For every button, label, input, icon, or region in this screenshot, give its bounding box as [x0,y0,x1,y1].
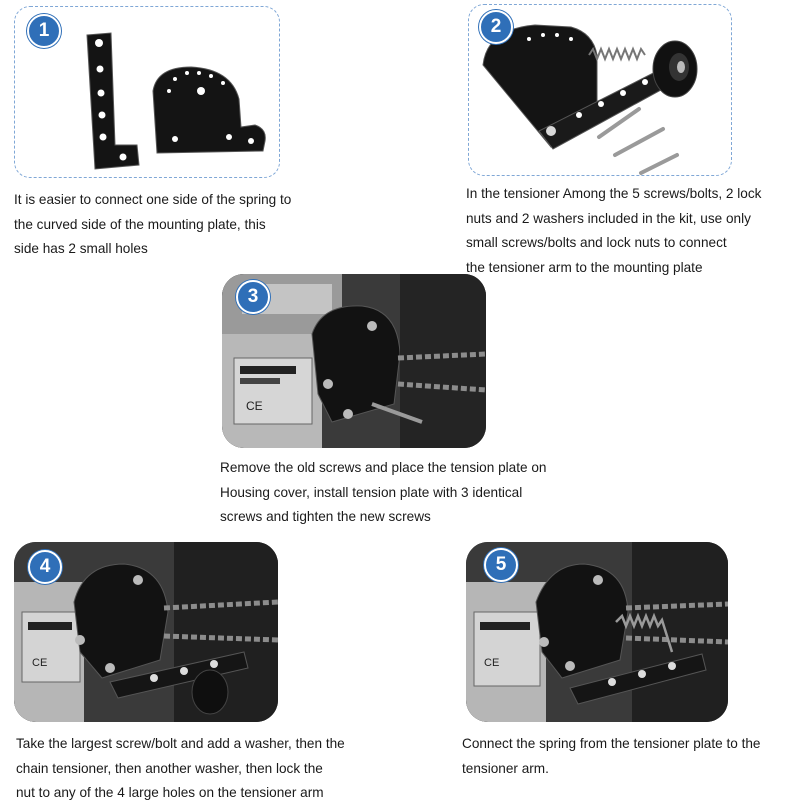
svg-text:CE: CE [32,657,47,669]
caption-line: Remove the old screws and place the tens… [220,460,547,475]
spring [588,46,646,62]
chain [397,351,486,393]
caption-line: nut to any of the 4 large holes on the t… [16,785,324,800]
step-4-photo: 4 CE [14,542,278,722]
bolts [597,107,679,175]
mounting-plates-illustration [86,32,266,170]
step-2-image-panel: 2 [468,4,732,176]
step-2-badge: 2 [479,10,513,44]
svg-text:CE: CE [484,657,499,669]
step-2-caption: In the tensioner Among the 5 screws/bolt… [466,182,796,280]
caption-line: the curved side of the mounting plate, t… [14,216,266,232]
curved-plate [152,66,266,154]
step-5-badge: 5 [484,548,518,582]
svg-text:CE: CE [246,399,263,413]
caption-line: Connect the spring from the tensioner pl… [462,736,761,751]
step-3-photo: 3 CE [222,274,486,448]
step-4-caption: Take the largest screw/bolt and add a wa… [16,732,396,806]
engine-housing-scene: CE [222,274,486,448]
step-4-badge: 4 [28,550,62,584]
step-1-badge: 1 [27,14,61,48]
caption-line: Take the largest screw/bolt and add a wa… [16,736,345,751]
caption-line: It is easier to connect one side of the … [14,192,292,207]
caption-line: Housing cover, install tension plate wit… [220,484,523,500]
caption-line: side has 2 small holes [14,241,148,256]
step-5-caption: Connect the spring from the tensioner pl… [462,732,798,781]
spring-connect-scene: CE [466,542,728,722]
arm-bar [86,32,140,170]
step-1-image-panel: 1 [14,6,280,178]
tensioner-assembly-illustration [482,24,698,175]
caption-line: the tensioner arm to the mounting plate [466,259,703,275]
tensioner-install-scene: CE [14,542,278,722]
step-1-caption: It is easier to connect one side of the … [14,188,314,262]
step-5-photo: 5 CE [466,542,728,722]
caption-line: screws and tighten the new screws [220,509,431,524]
step-3-caption: Remove the old screws and place the tens… [220,456,580,530]
caption-line: In the tensioner Among the 5 screws/bolt… [466,186,762,201]
caption-line: small screws/bolts and lock nuts to conn… [466,235,727,250]
roller [652,40,698,98]
caption-line: nuts and 2 washers included in the kit, … [466,210,751,226]
caption-line: tensioner arm. [462,760,549,776]
tensioner-arm [538,64,682,150]
step-3-badge: 3 [236,280,270,314]
caption-line: chain tensioner, then another washer, th… [16,760,323,776]
